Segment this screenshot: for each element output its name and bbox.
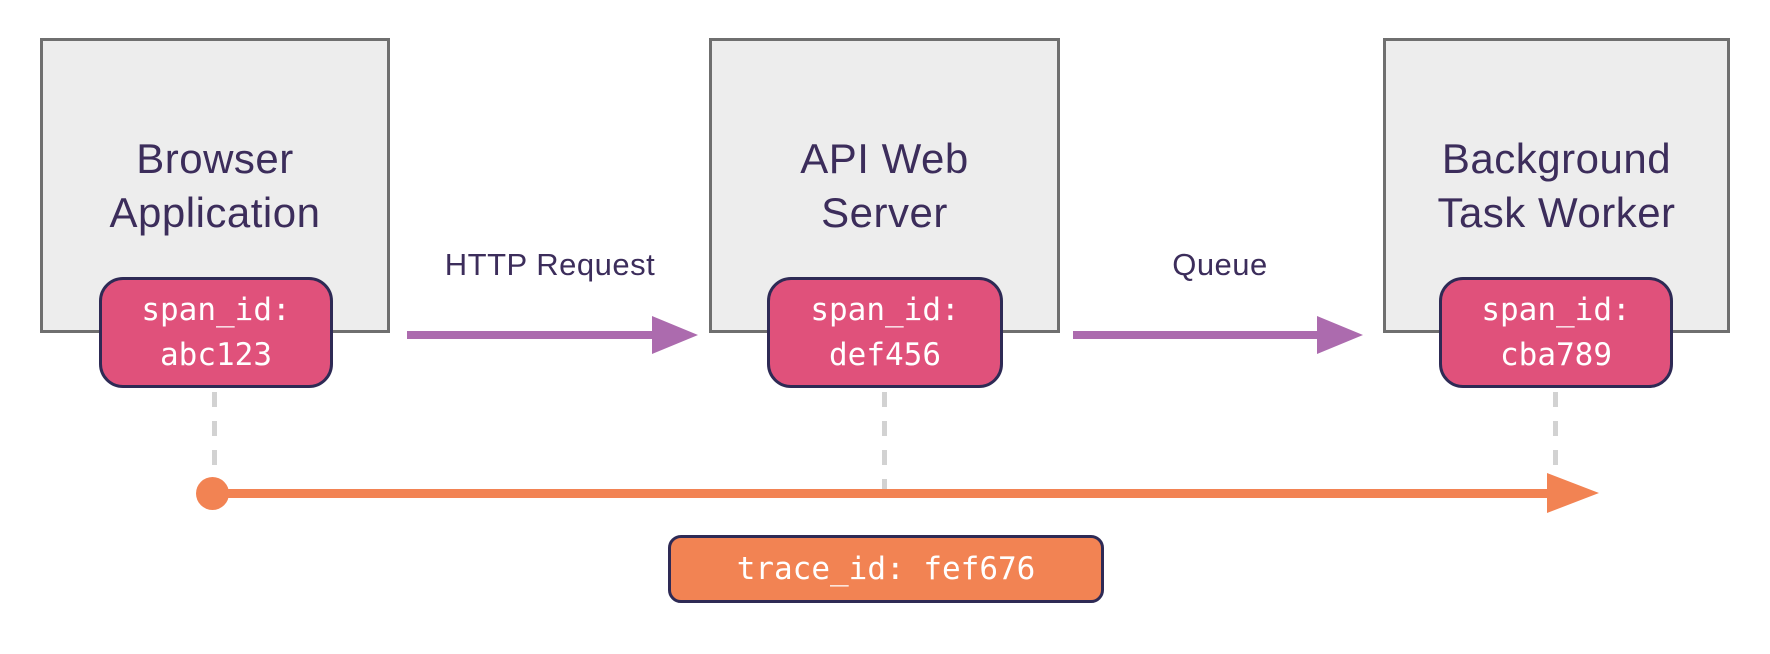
node-title-line: API Web [800,134,969,182]
edge-label-http-request: HTTP Request [444,247,656,282]
span-badge-label: span_id: [141,291,291,328]
arrow-shaft-http-request [407,331,652,339]
arrow-head-icon [652,316,698,354]
arrow-head-icon [1317,316,1363,354]
dashed-connector [212,392,217,476]
node-title-line: Application [109,188,321,236]
node-title-line: Browser [136,134,294,182]
span-badge-value: def456 [829,336,941,373]
span-badge-cba789: span_id: cba789 [1439,277,1673,388]
timeline-arrow-head-icon [1547,473,1599,513]
span-badge-def456: span_id: def456 [767,277,1003,388]
node-title-line: Server [821,188,948,236]
span-badge-abc123: span_id: abc123 [99,277,333,388]
span-badge-label: span_id: [810,291,960,328]
edge-label-queue: Queue [1172,247,1268,282]
timeline-shaft [212,489,1547,498]
node-title-line: Background [1441,134,1672,182]
arrow-shaft-queue [1073,331,1317,339]
dashed-connector [1553,392,1558,474]
node-title-line: Task Worker [1437,188,1676,236]
node-title: API Web Server [800,132,968,240]
span-badge-value: cba789 [1500,336,1612,373]
dashed-connector [882,392,887,489]
node-title: Background Task Worker [1437,132,1675,240]
trace-badge-fef676: trace_id: fef676 [668,535,1104,603]
span-badge-label: span_id: [1481,291,1631,328]
node-title: Browser Application [110,132,321,240]
span-badge-value: abc123 [160,336,272,373]
